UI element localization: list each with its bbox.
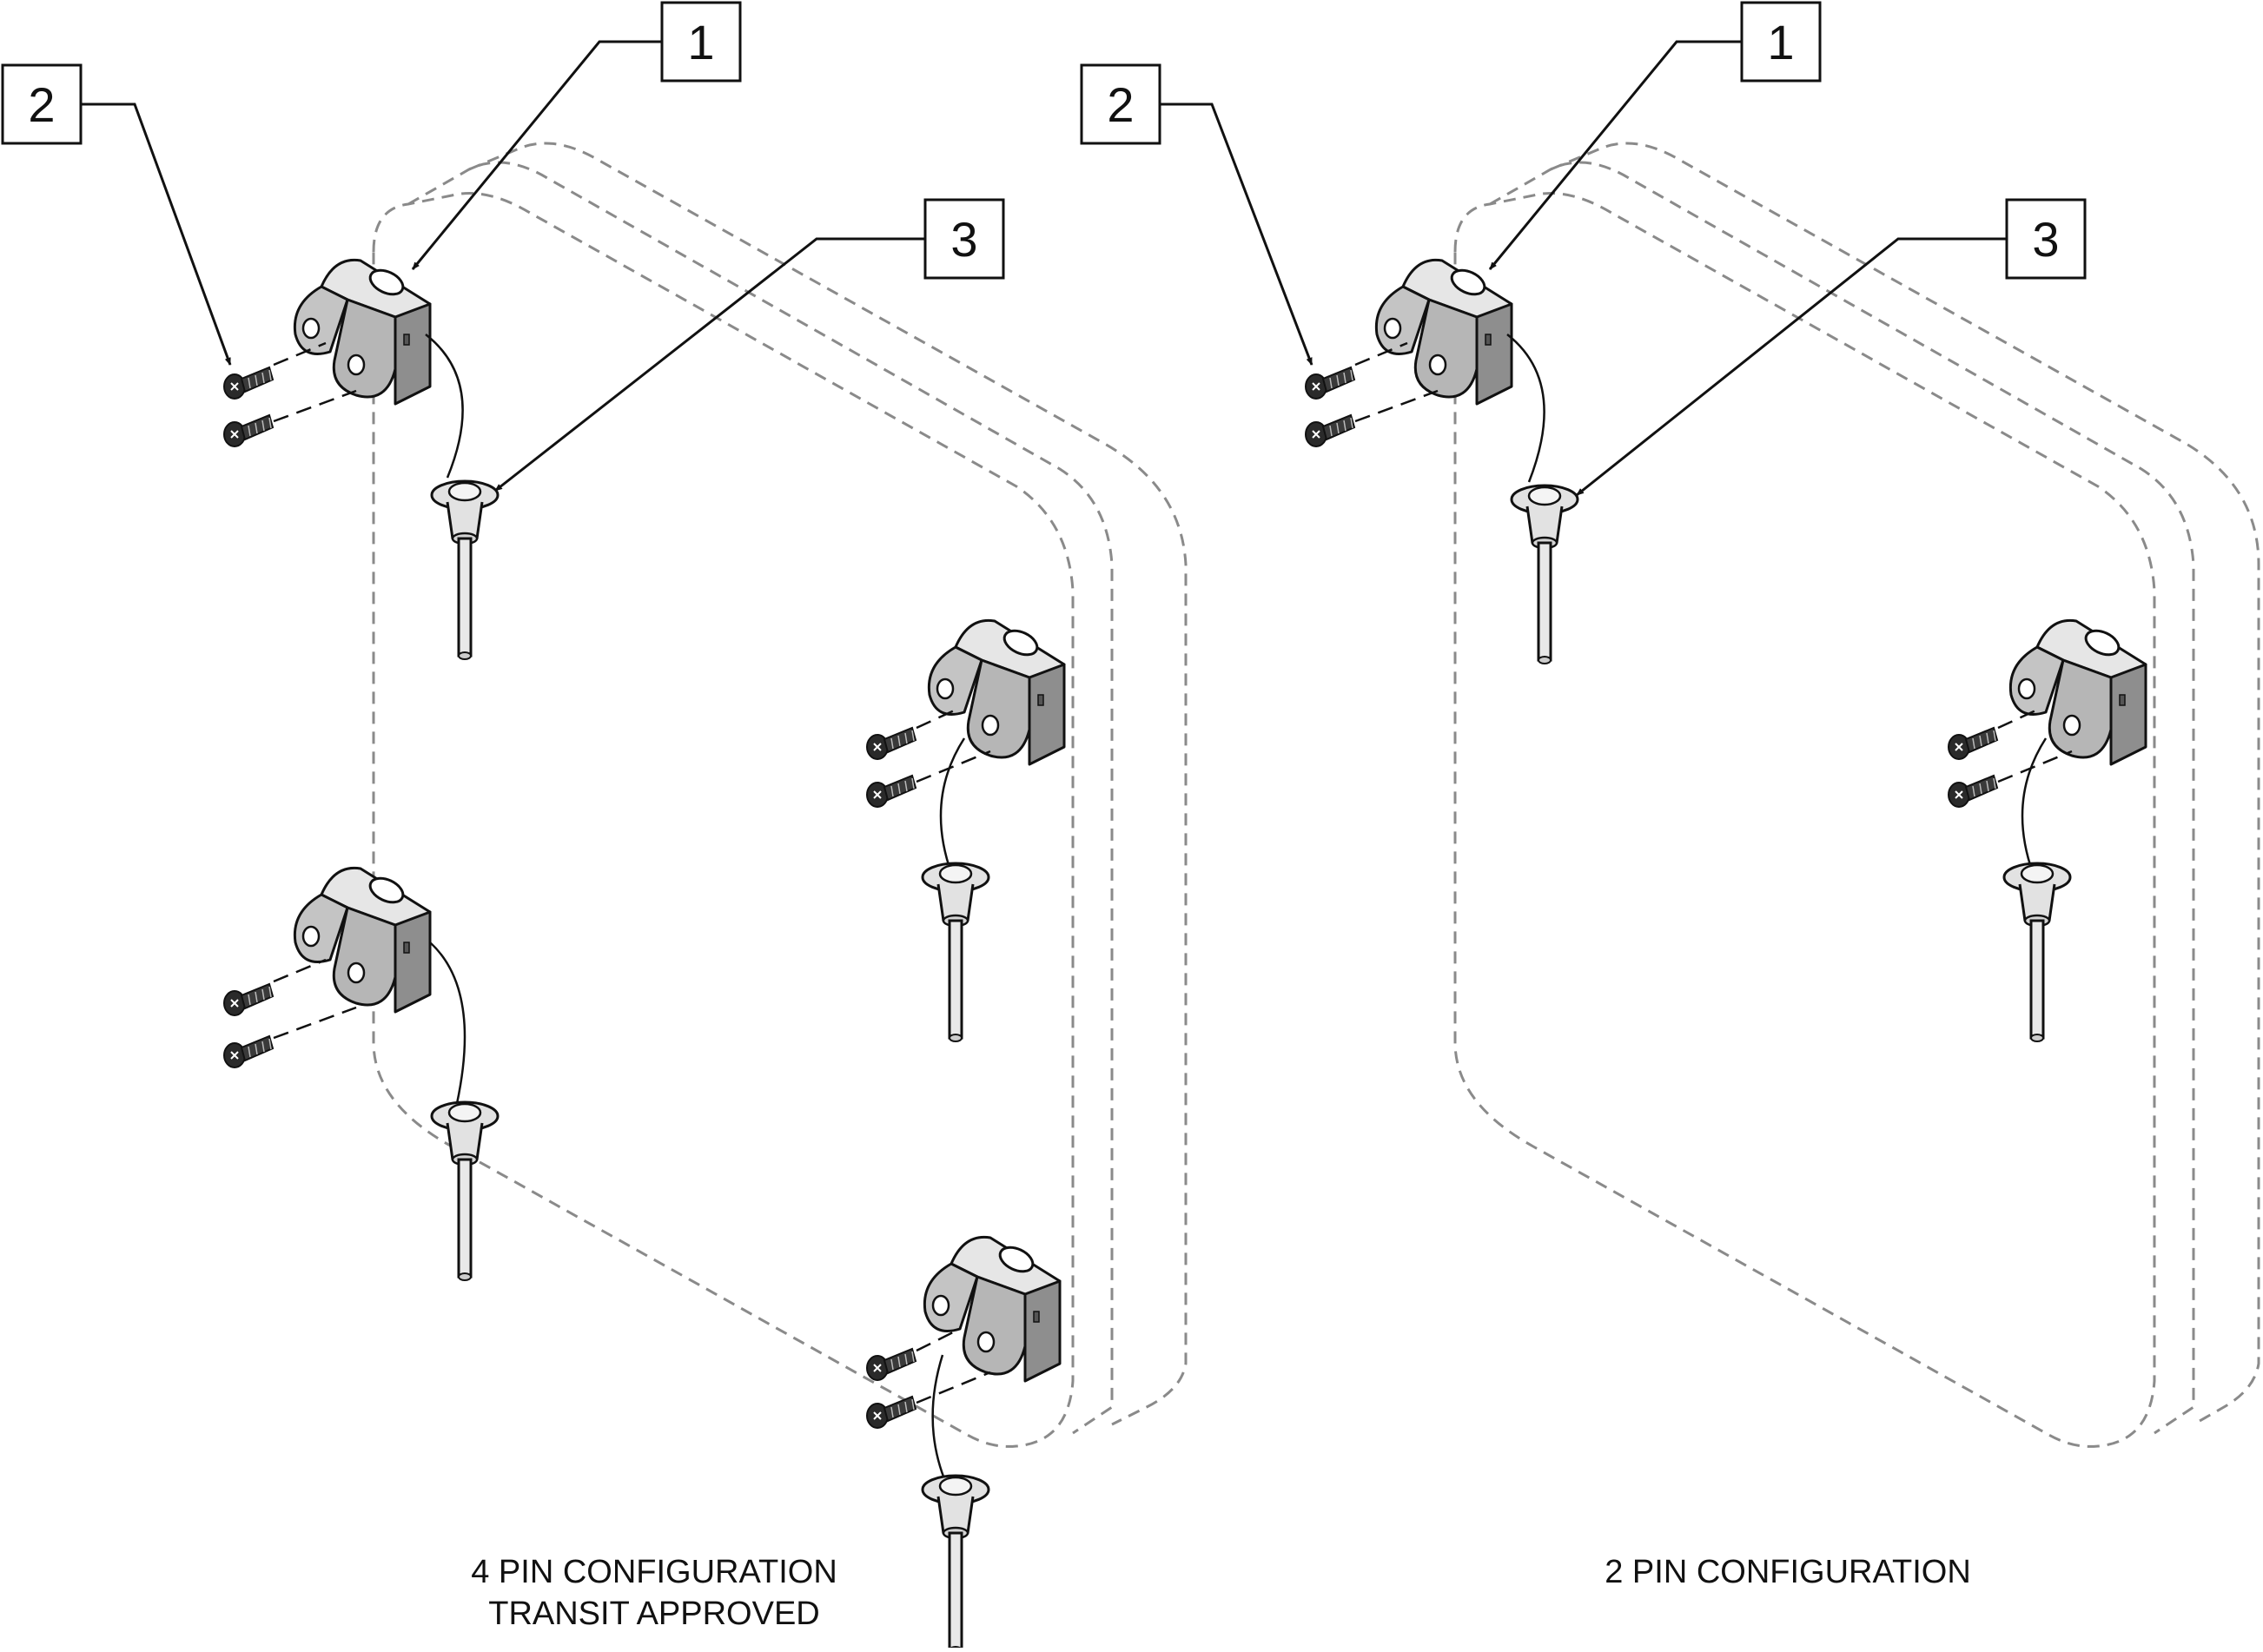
- right-callout-1: 1: [1488, 1, 1822, 270]
- left-callout-1: 1: [411, 1, 742, 270]
- left-assembly-mid-right: [866, 618, 1066, 1043]
- svg-text:3: 3: [950, 212, 977, 267]
- svg-text:1: 1: [1767, 15, 1794, 69]
- left-callout-2: 2: [1, 63, 232, 366]
- right-panel-outline: [1453, 142, 2260, 1448]
- left-view: 2 1 3: [1, 1, 1188, 1652]
- left-assembly-bottom-right: [866, 1235, 1062, 1652]
- right-view: 2 1 3 2 PIN CONFI: [1080, 1, 2260, 1590]
- left-caption-line2: TRANSIT APPROVED: [488, 1596, 820, 1632]
- svg-text:1: 1: [687, 15, 714, 69]
- left-panel-outline: [372, 142, 1188, 1448]
- svg-text:2: 2: [1107, 77, 1134, 132]
- left-caption-line1: 4 PIN CONFIGURATION: [471, 1554, 837, 1590]
- right-callout-2: 2: [1080, 63, 1313, 366]
- right-assembly-mid-right: [1948, 618, 2147, 1043]
- left-callout-3: 3: [494, 198, 1005, 492]
- right-caption-line1: 2 PIN CONFIGURATION: [1605, 1554, 1971, 1590]
- left-assembly-lower-left: [223, 866, 500, 1282]
- svg-text:2: 2: [28, 77, 55, 132]
- right-callout-3: 3: [1576, 198, 2087, 497]
- right-assembly-top-left: [1305, 258, 1579, 665]
- left-assembly-top-left: [223, 258, 500, 661]
- svg-text:3: 3: [2032, 212, 2059, 267]
